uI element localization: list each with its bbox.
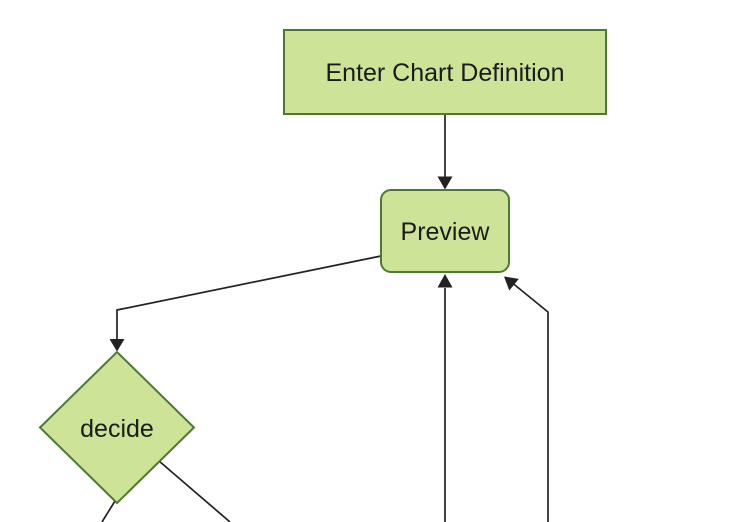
edge-decide-to-offscreen-right-line bbox=[158, 460, 231, 522]
arrowhead-into-preview-top-icon bbox=[437, 176, 453, 190]
edge-bottom-right-to-preview bbox=[504, 276, 549, 522]
node-decide: decide bbox=[38, 350, 196, 505]
node-decide-label: decide bbox=[80, 415, 154, 443]
edge-enter-to-preview bbox=[437, 114, 453, 190]
edge-bottom-right-to-preview-line bbox=[512, 282, 549, 522]
node-preview-shape bbox=[380, 189, 510, 273]
node-enter-chart-definition-label: Enter Chart Definition bbox=[325, 59, 564, 87]
node-enter-chart-definition-shape bbox=[283, 29, 607, 115]
node-enter-chart-definition: Enter Chart Definition bbox=[283, 29, 607, 115]
edge-preview-to-decide-line bbox=[116, 255, 382, 340]
arrowhead-into-decide-top-icon bbox=[109, 339, 125, 352]
edge-preview-to-decide bbox=[109, 255, 382, 352]
edge-decide-to-offscreen-left-line bbox=[101, 500, 116, 522]
node-decide-shape bbox=[38, 350, 196, 505]
edge-bottom-to-preview-center bbox=[437, 274, 453, 522]
arrowhead-into-preview-bottom-icon bbox=[437, 274, 453, 288]
arrowhead-into-preview-corner-icon bbox=[504, 276, 519, 291]
node-preview-label: Preview bbox=[401, 218, 491, 246]
node-preview: Preview bbox=[380, 189, 510, 273]
